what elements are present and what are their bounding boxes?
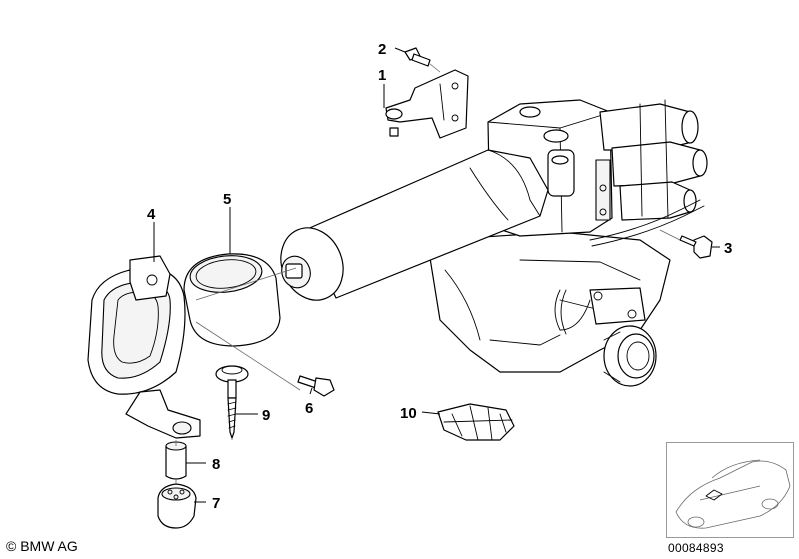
callout-10: 10 [400, 405, 417, 422]
holder-part-10 [437, 403, 515, 441]
thumbnail-frame [666, 442, 794, 538]
bolt-part-2 [404, 47, 431, 67]
callout-9: 9 [262, 407, 270, 424]
bracket-part-1 [385, 69, 469, 139]
vehicle-thumbnail [675, 459, 791, 529]
hydraulic-unit [429, 99, 708, 387]
assembly-guide-lines [175, 63, 681, 484]
bush-part-8 [165, 441, 187, 480]
copyright-text: © BMW AG [6, 538, 78, 554]
screw-part-9 [215, 365, 249, 439]
callout-7: 7 [212, 495, 220, 512]
callout-8: 8 [212, 456, 220, 473]
callout-5: 5 [223, 191, 231, 208]
rubber-mount-part-7 [157, 483, 197, 529]
callout-3: 3 [724, 240, 732, 257]
callout-labels: 2 1 3 4 5 6 7 8 9 10 [147, 41, 732, 512]
callout-2: 2 [378, 41, 386, 58]
drawing-number: 00084893 [668, 541, 724, 555]
sleeve-part-5 [183, 253, 281, 347]
bolt-part-6 [297, 375, 335, 397]
leader-lines [153, 47, 720, 503]
pressure-accumulator [280, 149, 549, 301]
callout-6: 6 [305, 400, 313, 417]
clamp-part-4 [87, 255, 201, 439]
callout-4: 4 [147, 206, 156, 223]
callout-1: 1 [378, 67, 386, 84]
bolt-part-3 [679, 235, 713, 259]
